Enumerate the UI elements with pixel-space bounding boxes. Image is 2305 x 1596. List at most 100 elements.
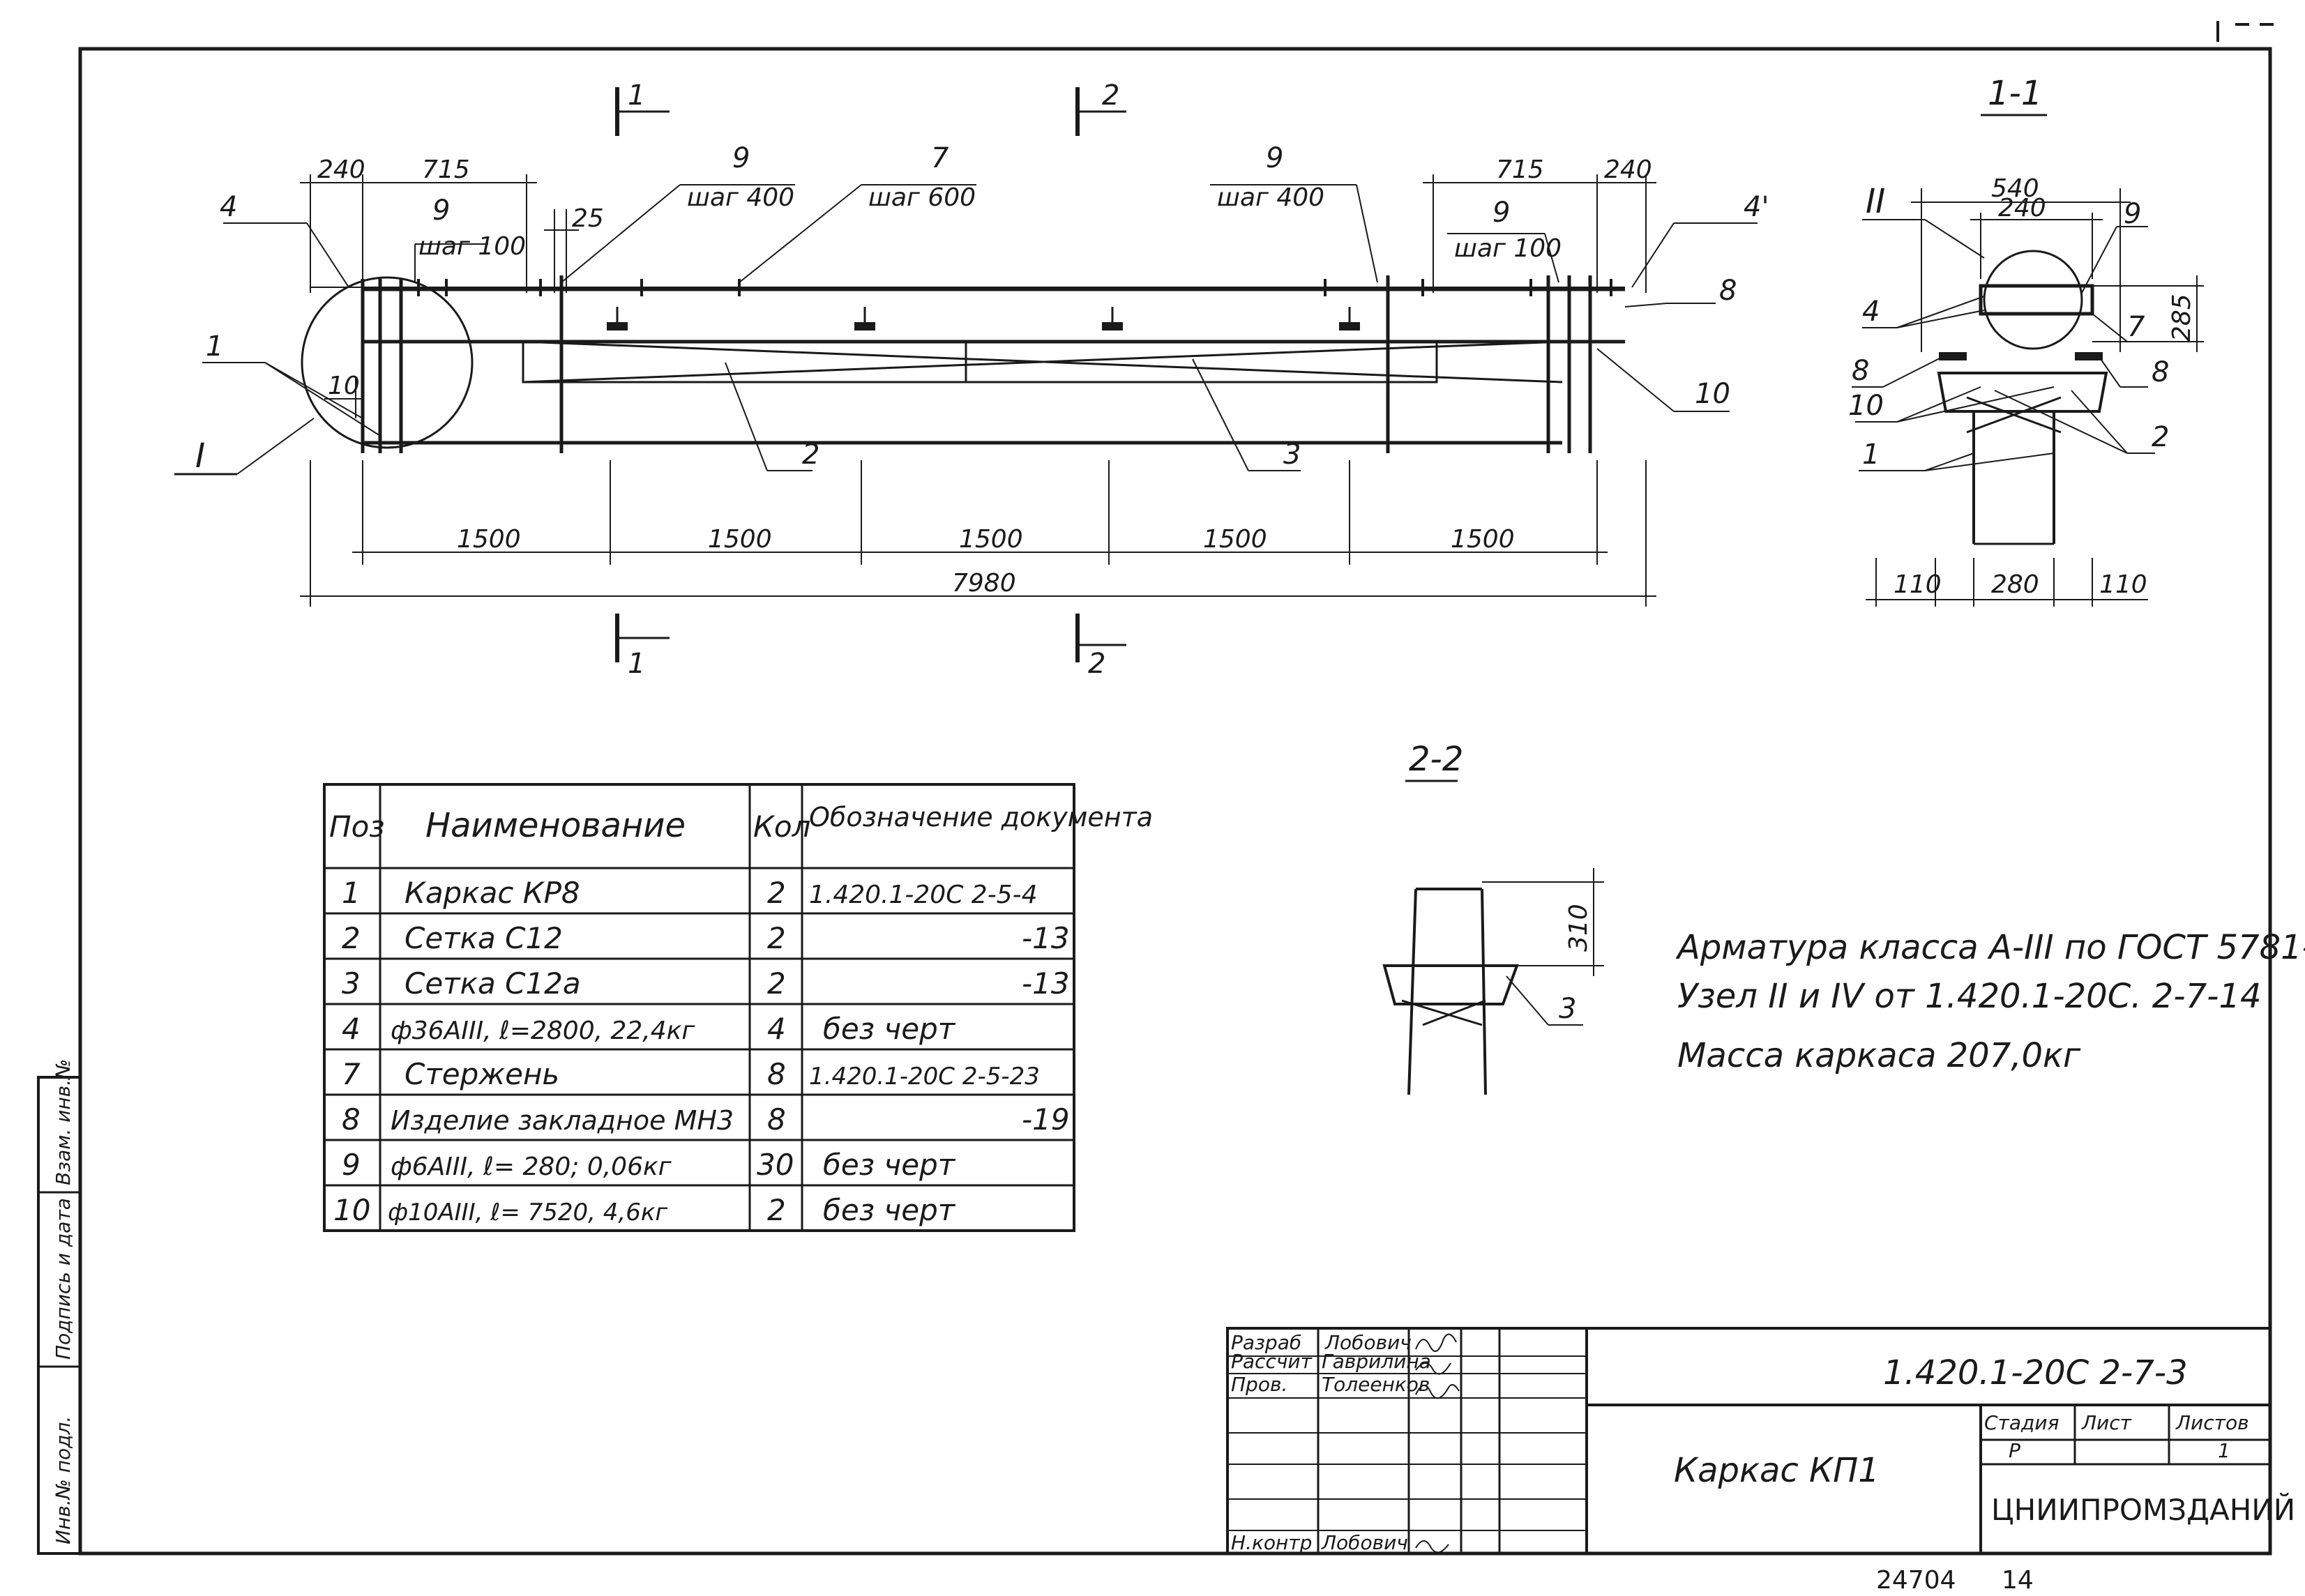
dim-240-section: 240	[1998, 194, 2046, 222]
callout-pos-2: 9	[732, 142, 750, 174]
svg-text:3: 3	[342, 966, 361, 1001]
spec-table: Поз Наименование Кол Обозначение докумен…	[323, 783, 1153, 1232]
inv-number-label: Инв.№ подл.	[52, 1416, 75, 1544]
pos-4-left: 4	[220, 191, 237, 223]
cut-2-bottom: 2	[1088, 648, 1105, 680]
role-norm-control: Н.контр	[1231, 1531, 1312, 1554]
sheets-value: 1	[2218, 1439, 2230, 1462]
dim-715-right: 715	[1496, 155, 1544, 184]
sec2-pos-3: 3	[1559, 993, 1576, 1025]
archive-number: 24704	[1876, 1566, 1956, 1595]
name-developer: Лобович	[1324, 1331, 1412, 1354]
svg-text:1.420.1-20С 2-5-4: 1.420.1-20С 2-5-4	[809, 881, 1037, 909]
callout-text-4: шаг 400	[1217, 183, 1324, 212]
stage-value: Р	[2009, 1439, 2020, 1462]
dim-25: 25	[572, 204, 604, 233]
node-circle-I	[301, 276, 474, 449]
svg-text:-13: -13	[1022, 921, 1070, 955]
role-calculated: Рассчит	[1231, 1350, 1313, 1373]
table-row: 8 Изделие закладное МН3 8 -19	[342, 1102, 1070, 1137]
table-row: 7 Стержень 8 1.420.1-20С 2-5-23	[342, 1057, 1040, 1091]
sec1-pos-1: 1	[1862, 439, 1880, 471]
bottom-dimensions: 1500 1500 1500 1500 1500 7980	[300, 460, 1656, 607]
sheet-label: Лист	[2081, 1411, 2132, 1434]
cut-1-bottom: 1	[628, 648, 645, 680]
svg-text:-13: -13	[1022, 966, 1070, 1001]
svg-text:ф6АIII, ℓ= 280; 0,06кг: ф6АIII, ℓ= 280; 0,06кг	[391, 1153, 672, 1181]
svg-text:7: 7	[342, 1057, 361, 1091]
callout-text-5: шаг 100	[1454, 234, 1562, 263]
dim-total: 7980	[952, 569, 1016, 598]
header-name: Наименование	[425, 806, 686, 845]
role-developer: Разраб	[1231, 1331, 1301, 1354]
section-cut-markers: 1 2 1 2	[615, 79, 1126, 680]
section-2-2-title: 2-2	[1409, 740, 1463, 779]
svg-text:-19: -19	[1022, 1102, 1070, 1137]
svg-text:Каркас КР8: Каркас КР8	[405, 876, 580, 910]
svg-text:4: 4	[767, 1012, 786, 1046]
document-name: Каркас КП1	[1674, 1451, 1880, 1490]
footer: 24704 14	[1876, 1566, 2034, 1595]
table-row: 2 Сетка С12 2 -13	[342, 921, 1070, 955]
svg-text:10: 10	[333, 1193, 370, 1227]
pos-4-right: 4'	[1744, 191, 1769, 223]
dim-310: 310	[1564, 904, 1593, 952]
svg-text:9: 9	[342, 1148, 361, 1182]
dim-110-right: 110	[2099, 570, 2147, 599]
svg-text:Стержень: Стержень	[405, 1057, 559, 1091]
svg-text:2: 2	[767, 921, 786, 955]
sec1-pos-10: 10	[1848, 390, 1884, 422]
name-checked: Толеенков	[1322, 1373, 1430, 1396]
notes: Арматура класса А-III по ГОСТ 5781-82 Уз…	[1675, 928, 2305, 1075]
signature-4	[1415, 1540, 1449, 1553]
cut-1-top: 1	[628, 79, 645, 112]
svg-text:без черт: без черт	[823, 1148, 956, 1182]
note-1: Арматура класса А-III по ГОСТ 5781-82	[1675, 928, 2305, 967]
svg-text:2: 2	[767, 876, 786, 910]
header-doc: Обозначение документа	[809, 802, 1153, 833]
pos-8: 8	[1719, 275, 1737, 307]
dim-10: 10	[328, 372, 360, 400]
section-1-1-title: 1-1	[1988, 74, 2042, 113]
header-pos: Поз	[329, 810, 385, 844]
callout-pos-5: 9	[1492, 197, 1510, 229]
node-mark-II: II	[1866, 182, 1885, 221]
dim-240-right: 240	[1604, 155, 1652, 184]
pos-3: 3	[1283, 439, 1301, 471]
svg-text:без черт: без черт	[823, 1012, 956, 1046]
organization-name: ЦНИИПРОМЗДАНИЙ	[1991, 1492, 2295, 1527]
callout-text-2: шаг 400	[687, 183, 794, 212]
sign-date-label: Подпись и дата	[52, 1198, 75, 1360]
signature-1	[1415, 1333, 1457, 1352]
table-row: 4 ф36АIII, ℓ=2800, 22,4кг 4 без черт	[342, 1012, 956, 1046]
document-code: 1.420.1-20С 2-7-3	[1883, 1353, 2188, 1392]
svg-text:ф36АIII, ℓ=2800, 22,4кг: ф36АIII, ℓ=2800, 22,4кг	[391, 1017, 695, 1045]
dim-715-left: 715	[422, 155, 470, 184]
svg-text:4: 4	[342, 1012, 361, 1046]
svg-text:ф10АIII, ℓ= 7520, 4,6кг: ф10АIII, ℓ= 7520, 4,6кг	[388, 1199, 668, 1226]
svg-text:Сетка С12: Сетка С12	[405, 921, 563, 955]
svg-text:без черт: без черт	[823, 1193, 956, 1227]
svg-text:Изделие закладное МН3: Изделие закладное МН3	[391, 1105, 734, 1136]
cut-2-top: 2	[1102, 79, 1119, 112]
callout-pos-1: 9	[432, 195, 450, 227]
pos-1: 1	[206, 330, 223, 363]
dim-span-4: 1500	[1203, 525, 1267, 554]
node-mark-I: I	[195, 436, 205, 476]
sheet-frame	[78, 21, 2274, 1556]
svg-text:8: 8	[767, 1057, 786, 1091]
svg-text:2: 2	[767, 966, 786, 1001]
section-1-1: 1-1 540 240 285 110 280 110	[1848, 74, 2204, 607]
svg-text:Сетка С12а: Сетка С12а	[405, 966, 581, 1001]
dim-240-left: 240	[317, 155, 365, 184]
side-stamp: Инв.№ подл. Подпись и дата Взам. инв.№	[37, 1059, 82, 1555]
page-number: 14	[2002, 1566, 2034, 1595]
sec1-pos-4: 4	[1862, 296, 1880, 328]
top-dimensions: 240 715 715 240 25 10	[300, 155, 1656, 418]
dim-span-3: 1500	[959, 525, 1023, 554]
svg-text:1.420.1-20С 2-5-23: 1.420.1-20С 2-5-23	[809, 1063, 1040, 1090]
role-checked: Пров.	[1231, 1373, 1287, 1396]
callout-pos-4: 9	[1266, 142, 1283, 174]
pos-10: 10	[1695, 378, 1730, 410]
title-block: Разраб Рассчит Пров. Н.контр Лобович Гав…	[1226, 1327, 2295, 1555]
